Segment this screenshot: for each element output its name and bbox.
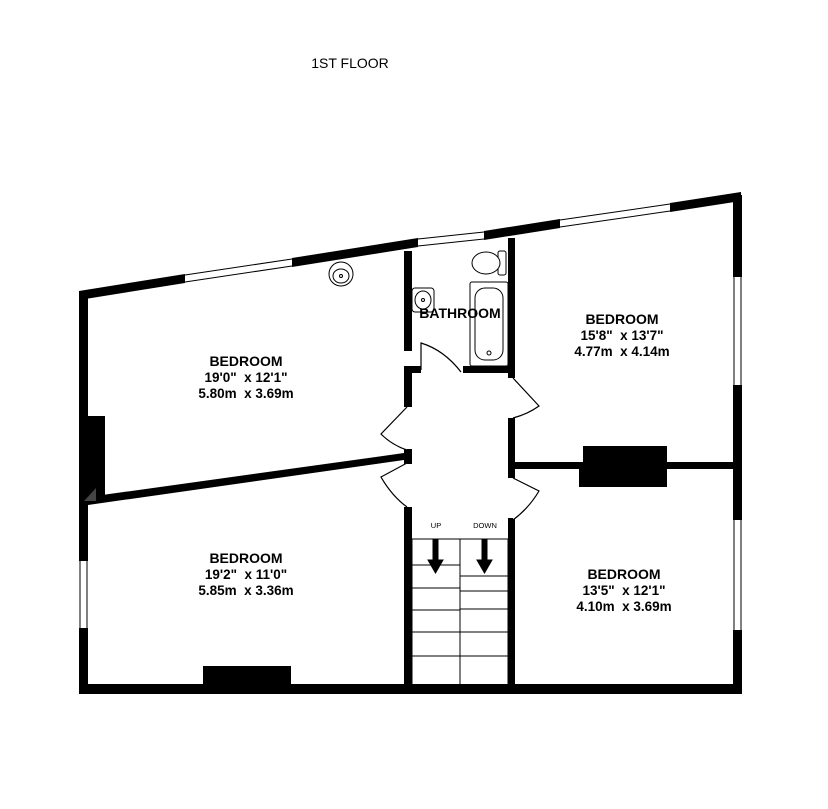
door-se-bedroom: [512, 477, 540, 521]
basin-icon: [411, 287, 435, 313]
wall-right-lower: [733, 630, 742, 694]
bedroom-sw-dim-imperial: 19'2" x 11'0": [205, 567, 287, 582]
bedroom-nw-dim-metric: 5.80m x 3.69m: [198, 386, 293, 401]
arrow-down-icon: [476, 538, 493, 575]
stair-arrows: [427, 538, 493, 575]
door-ne-bedroom: [512, 377, 540, 419]
wall-hall-west: [404, 449, 412, 464]
interior-walls: [88, 238, 737, 688]
bedroom-ne-name: BEDROOM: [585, 311, 658, 327]
stair-down-label: DOWN: [473, 521, 497, 530]
stair-up-label: UP: [431, 521, 441, 530]
bedroom-ne-dim-metric: 4.77m x 4.14m: [574, 344, 669, 359]
wall-bath-west-upper: [404, 251, 412, 351]
chimney-nw: [88, 416, 105, 498]
wall-right-upper: [733, 195, 742, 277]
wall-ne-se-divider: [512, 462, 737, 469]
wall-bath-south-b: [463, 366, 515, 373]
bedroom-sw-name: BEDROOM: [209, 550, 282, 566]
wall-top-seg-2: [292, 238, 418, 267]
chimney-nw-corner: [84, 488, 96, 501]
wall-top-seg-4: [670, 192, 741, 212]
toilet-icon: [471, 250, 507, 276]
wall-stair-west: [404, 507, 412, 687]
bedroom-nw-name: BEDROOM: [209, 353, 282, 369]
bedroom-se-dim-metric: 4.10m x 3.69m: [576, 599, 671, 614]
windows: [79, 203, 742, 630]
bathroom-name: BATHROOM: [419, 305, 500, 321]
chimney-sw: [203, 666, 291, 685]
bedroom-se-name: BEDROOM: [587, 566, 660, 582]
wall-left-upper: [79, 291, 88, 561]
wall-hall-east: [508, 418, 515, 478]
bedroom-ne-dim-imperial: 15'8" x 13'7": [580, 328, 663, 343]
wall-bottom: [79, 684, 742, 694]
wall-left-lower: [79, 628, 88, 693]
staircase: [411, 538, 509, 684]
bathtub-icon: [469, 281, 509, 367]
wall-top-seg-3: [484, 219, 560, 240]
chimney-breasts: [84, 416, 667, 685]
bathroom-fixtures: [411, 250, 509, 367]
floor-title: 1ST FLOOR: [311, 55, 389, 71]
doors: [380, 342, 540, 521]
arrow-down-icon: [427, 538, 444, 575]
sink-icon: [328, 261, 354, 287]
exterior-walls: [79, 192, 742, 694]
door-sw-bedroom: [380, 462, 408, 508]
wall-top-seg-1: [79, 274, 185, 300]
chimney-se: [579, 468, 667, 487]
wall-stair-east: [508, 518, 515, 688]
wall-nw-sw-divider: [88, 453, 404, 505]
chimney-ne: [583, 446, 667, 463]
bedroom-sw-dim-metric: 5.85m x 3.36m: [198, 583, 293, 598]
wall-bath-east: [508, 238, 515, 378]
door-nw-bedroom: [380, 406, 408, 451]
wall-right-mid: [733, 385, 742, 520]
wall-bath-west-lower: [404, 367, 412, 407]
door-bathroom: [420, 342, 462, 373]
wall-bath-south-a: [404, 366, 421, 373]
bedroom-se-dim-imperial: 13'5" x 12'1": [582, 583, 665, 598]
bedroom-nw-dim-imperial: 19'0" x 12'1": [204, 370, 287, 385]
